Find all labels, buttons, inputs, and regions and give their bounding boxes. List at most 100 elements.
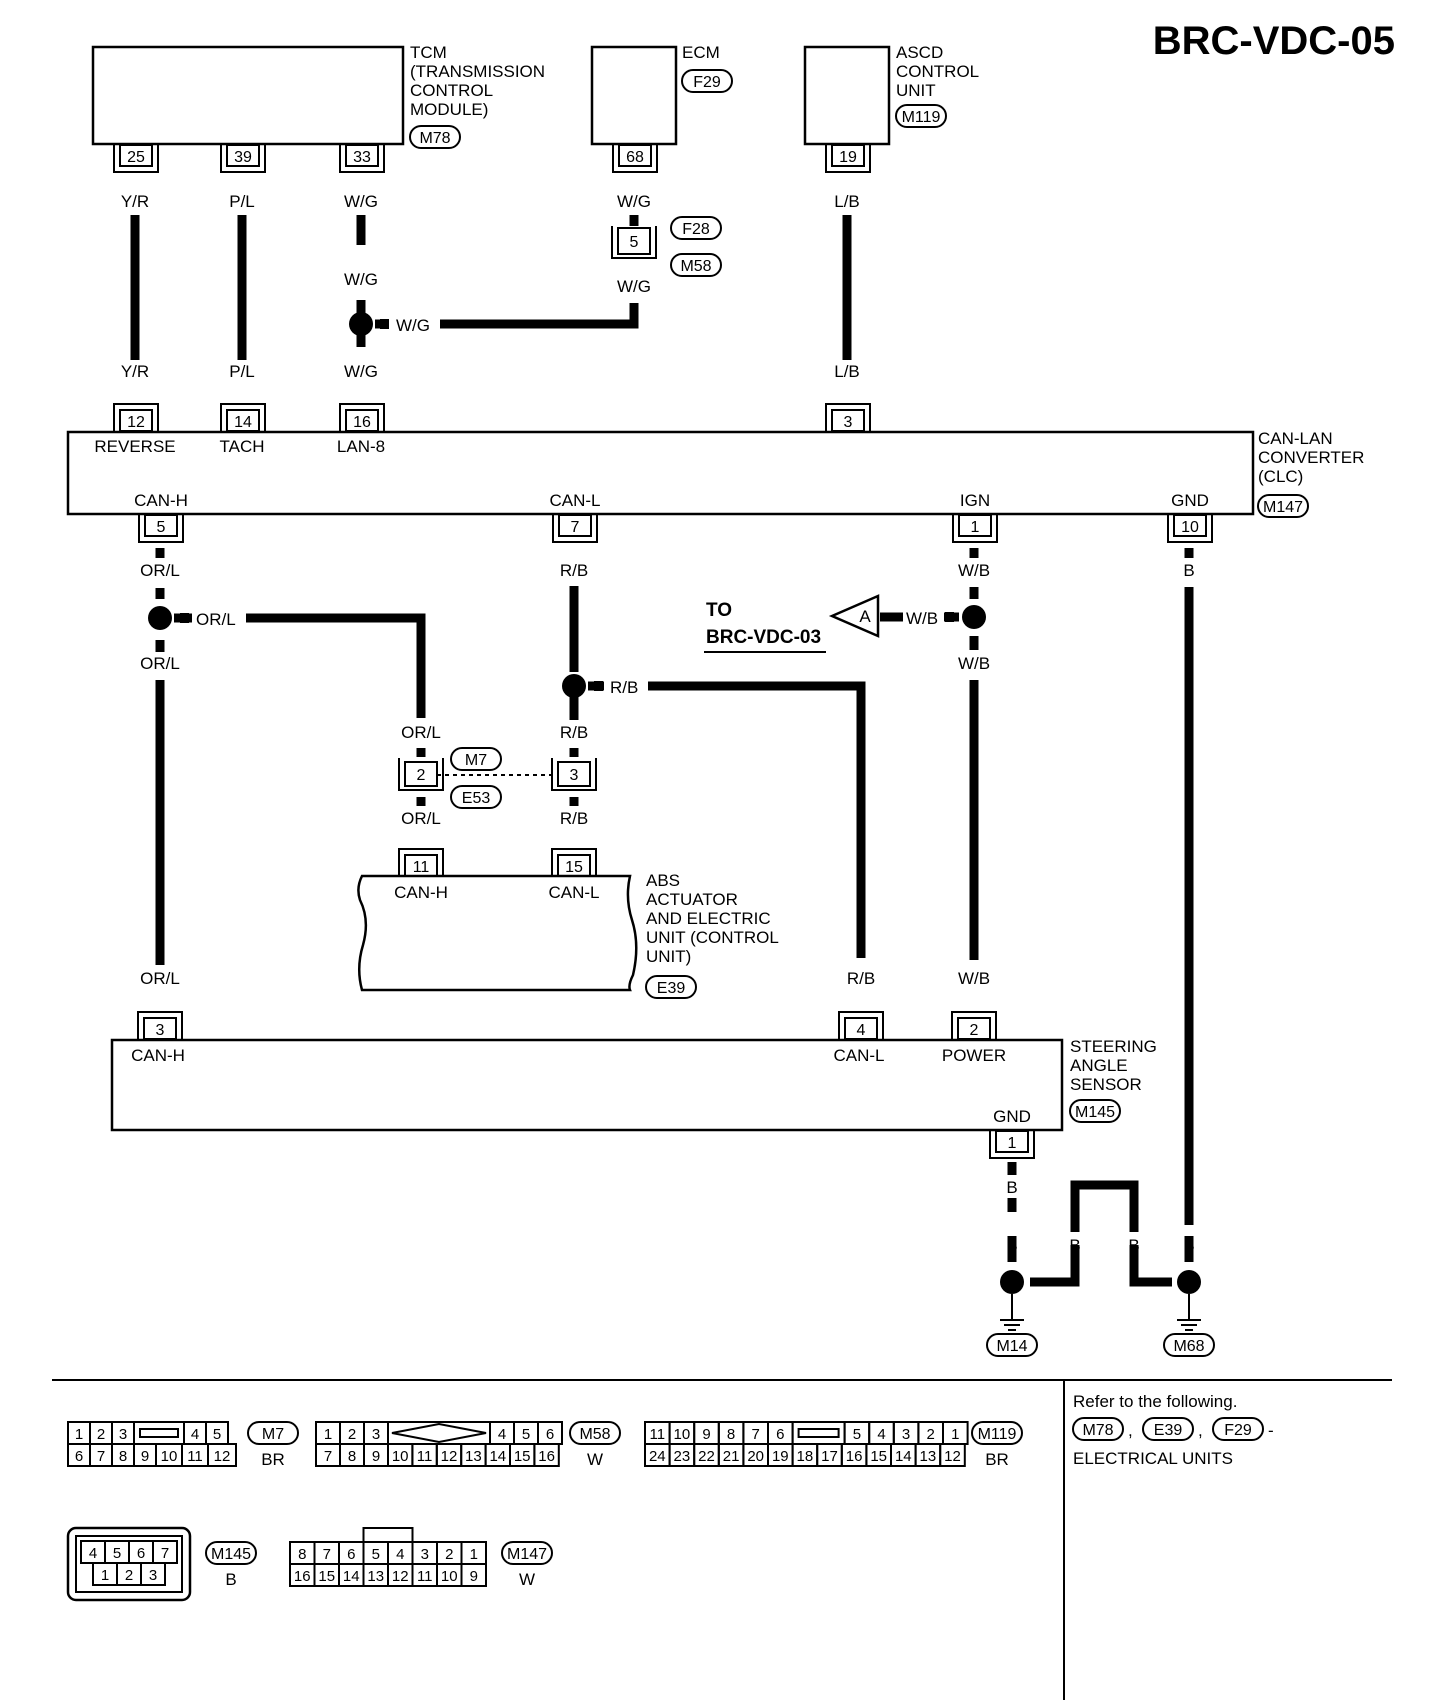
abs-label: ABS ACTUATOR AND ELECTRIC UNIT (CONTROL … [646,871,779,966]
svg-text:7: 7 [97,1448,105,1465]
svg-text:R/B: R/B [847,969,875,988]
svg-text:13: 13 [465,1448,482,1465]
svg-text:ASCD: ASCD [896,43,943,62]
ascd-label: ASCD CONTROL UNIT [896,43,979,100]
svg-text:20: 20 [747,1448,764,1465]
svg-text:W: W [587,1450,603,1469]
svg-text:CAN-H: CAN-H [131,1046,185,1065]
svg-text:Y/R: Y/R [121,192,149,211]
legend-cell: 1 [315,1421,341,1445]
svg-text:L/B: L/B [834,362,860,381]
legend-cell: 6 [767,1421,794,1445]
svg-text:11: 11 [413,859,430,876]
legend-cell: 4 [489,1421,515,1445]
svg-text:CONTROL: CONTROL [410,81,493,100]
svg-text:SENSOR: SENSOR [1070,1075,1142,1094]
legend-cell: 23 [668,1443,696,1467]
legend-cell: 17 [816,1443,843,1467]
svg-text:BR: BR [261,1450,285,1469]
legend-cell: 16 [289,1563,316,1587]
connector-id-e53: E53 [450,785,502,809]
svg-text:1: 1 [1008,1135,1017,1152]
svg-text:1: 1 [971,519,980,536]
svg-text:W/G: W/G [344,270,378,289]
svg-text:2: 2 [417,767,426,784]
svg-text:W: W [519,1570,535,1589]
svg-text:22: 22 [698,1448,715,1465]
svg-text:3: 3 [372,1426,380,1443]
svg-text:1: 1 [470,1546,478,1563]
connector-id-m58: M58 [670,253,722,277]
svg-text:1: 1 [101,1567,109,1584]
legend-cell: 6 [537,1421,563,1445]
legend-cell: 18 [791,1443,819,1467]
legend-cell: 3 [140,1562,166,1586]
legend-cell: 5 [843,1421,871,1445]
connector-id-f28: F28 [670,216,722,240]
svg-text:OR/L: OR/L [140,969,180,988]
svg-text:2: 2 [97,1426,105,1443]
svg-text:4: 4 [498,1426,506,1443]
connector-id-f29: F29 [681,69,733,93]
svg-text:15: 15 [318,1568,335,1585]
svg-text:8: 8 [298,1546,306,1563]
svg-text:9: 9 [372,1448,380,1465]
svg-text:CONTROL: CONTROL [896,62,979,81]
legend-cell [133,1421,185,1445]
svg-text:13: 13 [920,1448,937,1465]
connector-id-m78: M78 [409,125,461,149]
svg-text:5: 5 [213,1426,221,1443]
legend-cell: 12 [435,1443,463,1467]
svg-text:9: 9 [470,1568,478,1585]
svg-text:B: B [1128,1236,1139,1255]
svg-text:,: , [1198,1421,1203,1440]
splices [148,312,1201,1294]
legend-cell: 9 [460,1563,487,1587]
svg-text:19: 19 [839,149,857,166]
svg-text:ECM: ECM [682,43,720,62]
legend-cell: 6 [67,1443,91,1467]
svg-text:(TRANSMISSION: (TRANSMISSION [410,62,545,81]
svg-text:F29: F29 [693,74,721,91]
svg-text:CAN-L: CAN-L [548,883,599,902]
legend-cell: 8 [339,1443,365,1467]
legend-cell [387,1421,491,1445]
svg-text:OR/L: OR/L [401,723,441,742]
svg-text:8: 8 [119,1448,127,1465]
svg-text:39: 39 [234,149,252,166]
svg-text:1: 1 [951,1426,959,1443]
svg-text:11: 11 [650,1426,666,1443]
svg-text:(CLC): (CLC) [1258,467,1303,486]
svg-text:OR/L: OR/L [401,809,441,828]
svg-text:R/B: R/B [560,809,588,828]
legend-cell: 7 [742,1421,770,1445]
legend-cell: 7 [89,1443,113,1467]
svg-text:B: B [1006,1178,1017,1197]
legend-cell: 15 [865,1443,893,1467]
svg-text:12: 12 [944,1448,961,1465]
svg-text:M78: M78 [1082,1422,1113,1439]
svg-text:BRC-VDC-03: BRC-VDC-03 [706,627,821,648]
refer-note: Refer to the following. M78 , E39 , F29 … [1072,1392,1274,1468]
wire-color-labels: Y/R P/L W/G W/G L/B W/G W/G W/G Y/R P/L … [121,192,1195,1255]
connector-id-m119: M119 [895,104,947,128]
svg-text:-: - [1268,1421,1274,1440]
svg-text:2: 2 [927,1426,935,1443]
svg-text:GND: GND [1171,491,1209,510]
legend-cell: 5 [104,1540,130,1564]
legend-cell: 14 [890,1443,917,1467]
svg-text:10: 10 [161,1448,178,1465]
svg-text:AND ELECTRIC: AND ELECTRIC [646,909,771,928]
legend-cell: 10 [436,1563,463,1587]
svg-text:IGN: IGN [960,491,990,510]
legend-cell: 4 [80,1540,106,1564]
svg-text:P/L: P/L [229,192,255,211]
legend-cell: 15 [313,1563,340,1587]
svg-text:6: 6 [546,1426,554,1443]
svg-text:R/B: R/B [610,678,638,697]
svg-text:W/B: W/B [906,609,938,628]
legend-cell: 9 [693,1421,720,1445]
svg-text:6: 6 [137,1545,145,1562]
